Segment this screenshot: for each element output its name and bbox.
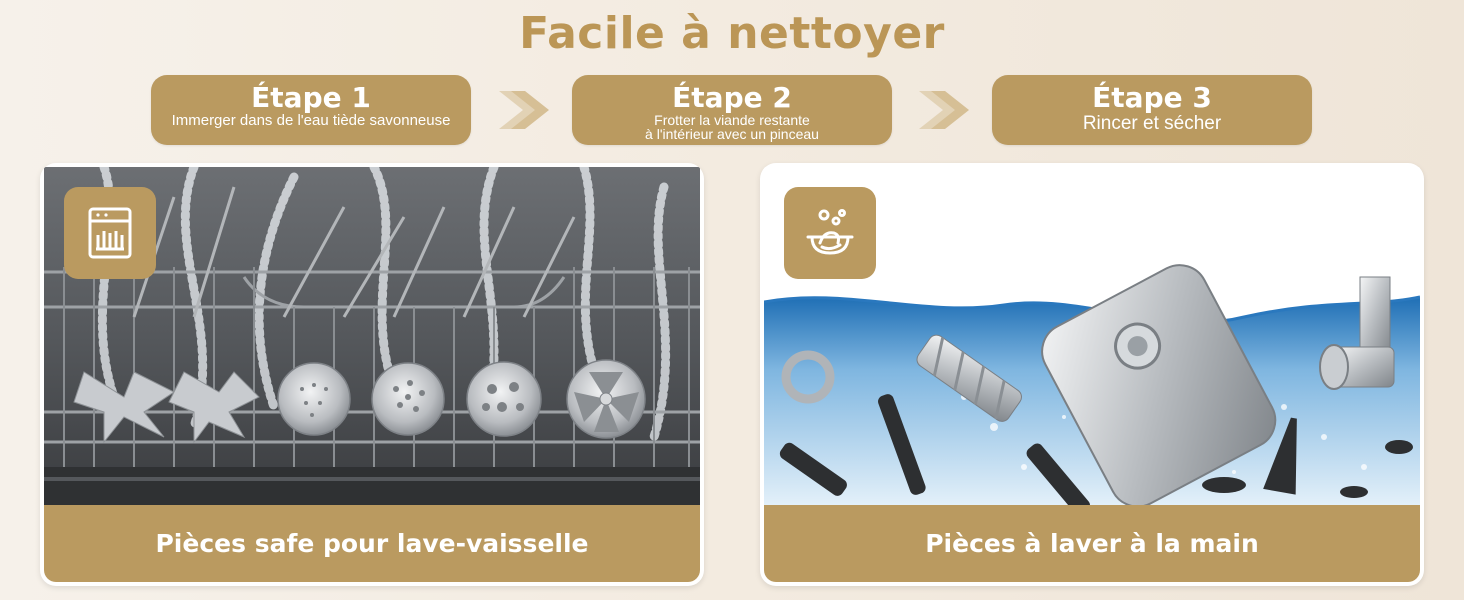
step-2-description-line-1: Frotter la viande restante [654,112,810,128]
dishwasher-caption: Pièces safe pour lave-vaisselle [44,505,700,582]
hand-wash-photo [764,167,1420,505]
dishwasher-icon [64,187,156,279]
chevron-right-icon [919,91,969,129]
step-1-description: Immerger dans de l'eau tiède savonneuse [171,112,451,129]
chevron-right-icon [499,91,549,129]
step-3-card: Étape 3 Rincer et sécher [992,75,1312,145]
step-1-title: Étape 1 [251,81,371,114]
step-1-card: Étape 1 Immerger dans de l'eau tiède sav… [151,75,471,145]
step-3-title: Étape 3 [1092,81,1212,114]
hand-wash-icon [784,187,876,279]
hand-wash-panel: Pièces à laver à la main [760,163,1424,586]
page-title: Facile à nettoyer [519,8,945,59]
step-2-title: Étape 2 [672,81,792,114]
step-2-description-line-2: à l'intérieur avec un pinceau [645,126,819,142]
dishwasher-panel: Pièces safe pour lave-vaisselle [40,163,704,586]
hand-wash-caption: Pièces à laver à la main [764,505,1420,582]
step-2-card: Étape 2 Frotter la viande restante à l'i… [572,75,892,145]
step-3-description: Rincer et sécher [1082,113,1222,134]
